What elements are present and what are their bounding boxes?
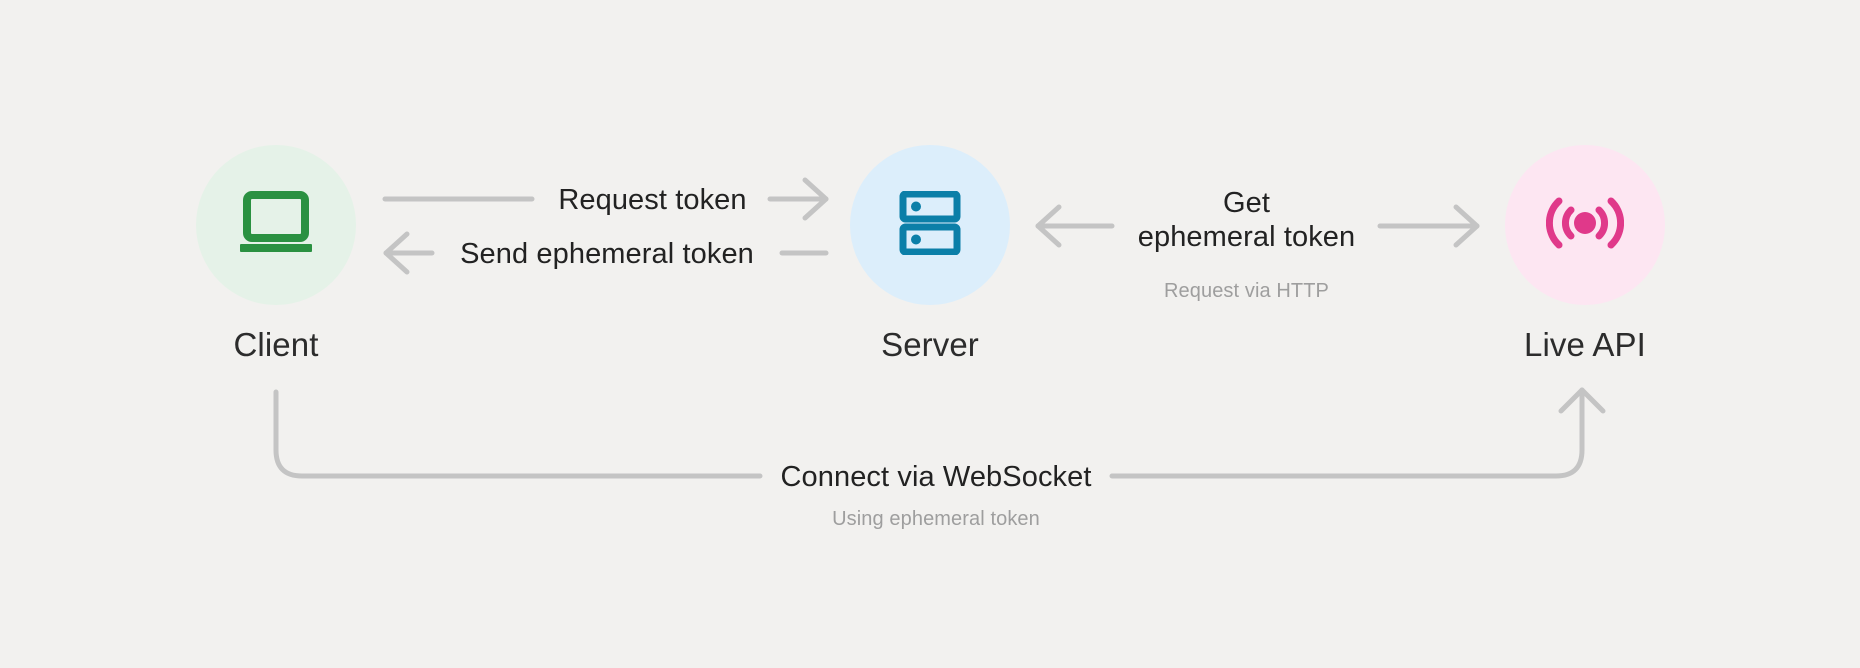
server-label: Server (881, 326, 979, 363)
live-api-label: Live API (1524, 326, 1646, 363)
edge-sublabel-get-ephemeral-token: Request via HTTP (1164, 280, 1329, 302)
node-server[interactable]: Server (800, 145, 1060, 363)
client-circle (196, 145, 356, 305)
edge-label-get-ephemeral-token-line1: Get (1222, 187, 1271, 219)
edge-label-send-ephemeral-token: Send ephemeral token (460, 238, 754, 270)
server-rack-icon (899, 190, 961, 260)
edge-sublabel-websocket: Using ephemeral token (832, 508, 1040, 530)
client-label: Client (233, 326, 319, 363)
node-live-api[interactable]: Live API (1455, 145, 1715, 363)
edge-label-get-ephemeral-token-line2: ephemeral token (1137, 221, 1356, 254)
server-circle (850, 145, 1010, 305)
edge-label-get-ephemeral-token: Get ephemeral token (1120, 186, 1373, 254)
live-api-circle (1505, 145, 1665, 305)
laptop-icon (238, 190, 314, 261)
broadcast-signal-icon (1545, 195, 1625, 256)
node-client[interactable]: Client (146, 145, 406, 363)
edge-label-websocket: Connect via WebSocket (780, 461, 1092, 493)
edge-label-request-token: Request token (558, 184, 747, 216)
